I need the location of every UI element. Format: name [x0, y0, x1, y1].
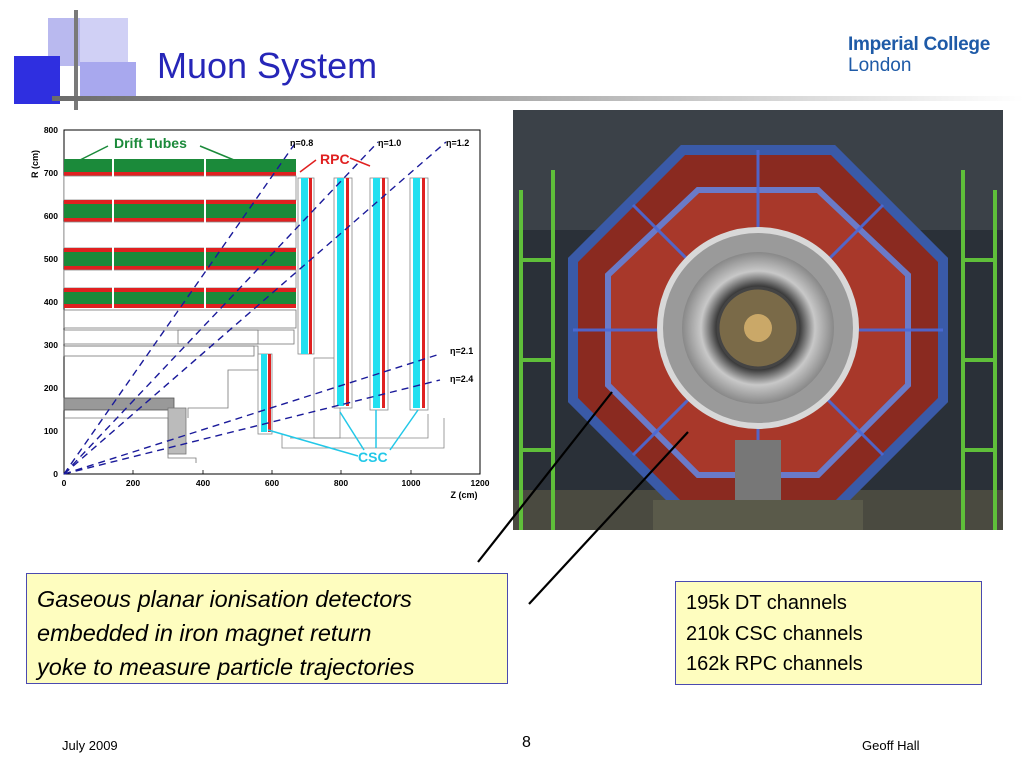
y-tick: 0: [53, 469, 58, 479]
logo-line-2: London: [848, 55, 912, 76]
stat-line: 162k RPC channels: [686, 653, 863, 675]
y-tick: 800: [44, 125, 58, 135]
eta-label: η=2.4: [450, 374, 473, 384]
callout-line: Gaseous planar ionisation detectors: [37, 586, 412, 612]
y-tick: 500: [44, 254, 58, 264]
callout-line: yoke to measure particle trajectories: [37, 654, 415, 680]
x-tick: 800: [334, 478, 348, 488]
eta-label: η=0.8: [290, 138, 313, 148]
x-tick: 1200: [471, 478, 490, 488]
stat-line: 210k CSC channels: [686, 622, 863, 645]
y-tick: 300: [44, 340, 58, 350]
eta-label: η=2.1: [450, 346, 473, 356]
drift-tube-stations: [63, 158, 297, 308]
rpc-label: RPC: [320, 151, 350, 167]
eta-label: η=1.2: [446, 138, 469, 148]
title-divider: [52, 96, 1024, 101]
callout-line: embedded in iron magnet return: [37, 620, 372, 646]
imperial-college-logo: Imperial College London: [848, 34, 990, 76]
x-tick: 200: [126, 478, 140, 488]
muon-system-diagram: R (cm) Z (cm) 0 100 200 300 400 500 600 …: [28, 118, 494, 504]
slide-title: Muon System: [157, 45, 378, 86]
cms-detector-photo: [513, 110, 1003, 530]
footer-author: Geoff Hall: [862, 738, 920, 753]
x-axis-label: Z (cm): [451, 490, 478, 500]
channel-counts-box: 195k DT channels 210k CSC channels 162k …: [675, 581, 982, 685]
drift-tubes-label: Drift Tubes: [114, 135, 187, 151]
endcap-stations: [257, 177, 445, 449]
y-tick: 700: [44, 168, 58, 178]
y-tick: 400: [44, 297, 58, 307]
footer-date: July 2009: [62, 738, 118, 753]
eta-lines: [63, 141, 447, 475]
y-tick: 600: [44, 211, 58, 221]
y-axis-label: R (cm): [30, 150, 40, 178]
eta-label: η=1.0: [378, 138, 401, 148]
x-tick: 400: [196, 478, 210, 488]
y-tick: 100: [44, 426, 58, 436]
page-number: 8: [522, 734, 531, 751]
logo-line-1: Imperial College: [848, 34, 990, 55]
x-tick: 600: [265, 478, 279, 488]
stat-line: 195k DT channels: [686, 592, 847, 614]
y-tick: 200: [44, 383, 58, 393]
x-tick: 1000: [402, 478, 421, 488]
description-callout: Gaseous planar ionisation detectors embe…: [26, 573, 508, 684]
csc-label: CSC: [358, 449, 388, 465]
x-tick: 0: [62, 478, 67, 488]
